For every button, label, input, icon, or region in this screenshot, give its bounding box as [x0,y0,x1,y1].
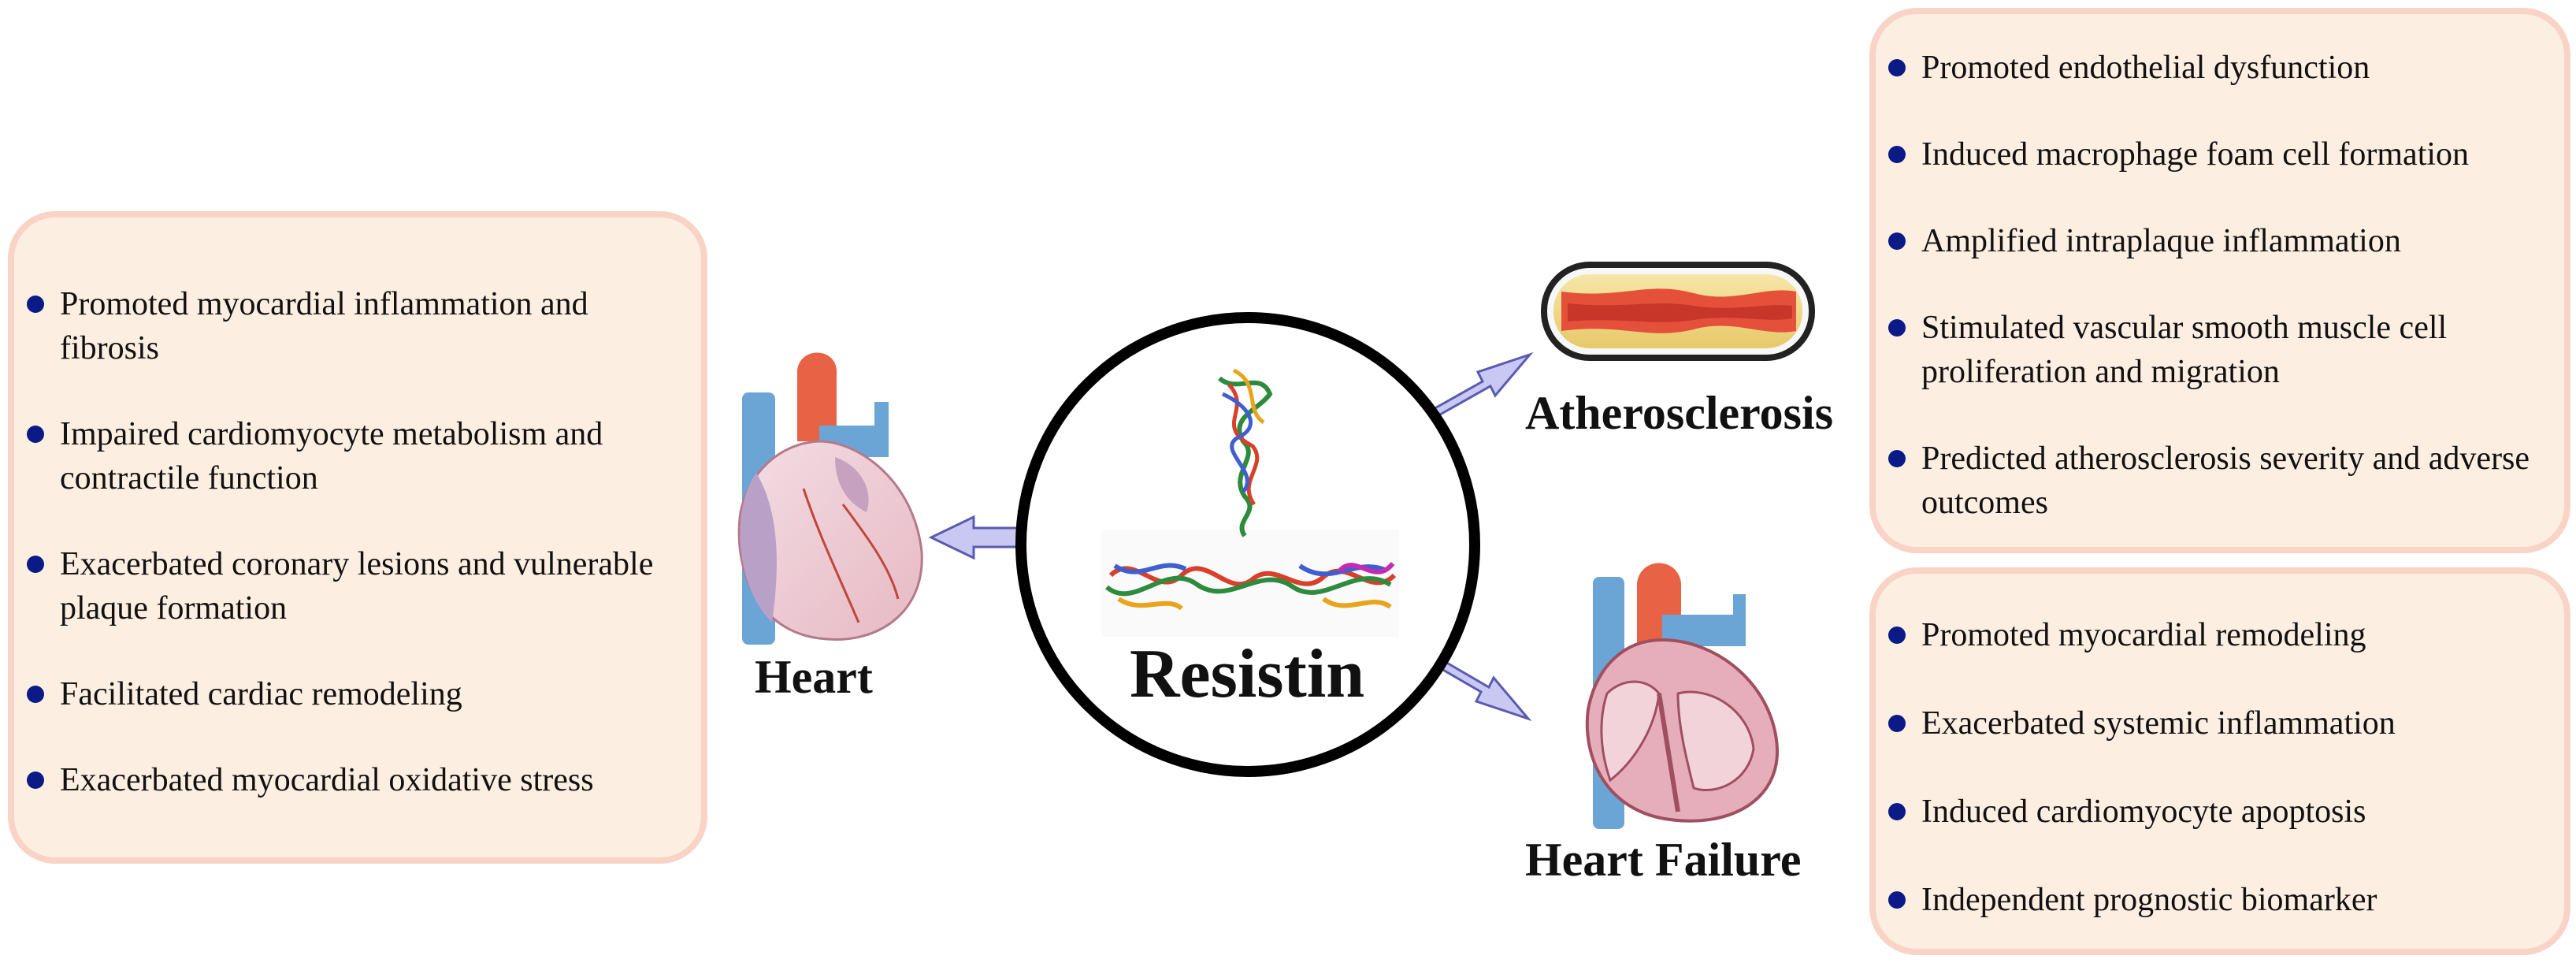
heart-effect-item: Impaired cardiomyocyte metabolism and co… [24,412,693,500]
heart-failure-effect-item: Induced cardiomyocyte apoptosis [1885,790,2556,834]
heart-effect-item: Exacerbated myocardial oxidative stress [24,758,693,802]
atherosclerosis-vessel-icon [1541,262,1815,361]
atherosclerosis-effects-list: Promoted endothelial dysfunction Induced… [1885,46,2556,525]
atherosclerosis-effect-item: Amplified intraplaque inflammation [1885,219,2556,263]
atherosclerosis-label: Atherosclerosis [1525,387,1834,439]
heart-failure-effect-item: Independent prognostic biomarker [1885,878,2556,922]
atherosclerosis-effect-item: Stimulated vascular smooth muscle cell p… [1885,306,2556,394]
atherosclerosis-effect-item: Induced macrophage foam cell formation [1885,132,2556,177]
heart-failure-effect-item: Exacerbated systemic inflammation [1885,701,2556,745]
heart-label: Heart [755,651,873,703]
arrow-to-atherosclerosis-icon [1430,351,1534,416]
heart-effect-item: Exacerbated coronary lesions and vulnera… [24,542,693,630]
atherosclerosis-effects-panel: Promoted endothelial dysfunction Induced… [1869,8,2570,553]
heart-effect-item: Facilitated cardiac remodeling [24,672,693,716]
heart-failure-illustration-icon [1585,563,1780,829]
resistin-protein-structure-icon [1101,367,1399,637]
arrow-to-heart-failure-icon [1430,657,1532,722]
atherosclerosis-effect-item: Predicted atherosclerosis severity and a… [1885,437,2556,525]
heart-failure-effect-item: Promoted myocardial remodeling [1885,613,2556,657]
heart-failure-label: Heart Failure [1525,834,1802,886]
heart-illustration-icon [737,352,923,645]
heart-failure-effects-list: Promoted myocardial remodeling Exacerbat… [1885,613,2556,922]
atherosclerosis-effect-item: Promoted endothelial dysfunction [1885,46,2556,90]
heart-effect-item: Promoted myocardial inflammation and fib… [24,282,693,370]
heart-effects-list: Promoted myocardial inflammation and fib… [24,282,693,802]
resistin-label: Resistin [1130,636,1365,712]
heart-failure-effects-panel: Promoted myocardial remodeling Exacerbat… [1869,567,2570,955]
arrow-to-heart-icon [928,515,1019,560]
heart-effects-panel: Promoted myocardial inflammation and fib… [8,211,707,864]
